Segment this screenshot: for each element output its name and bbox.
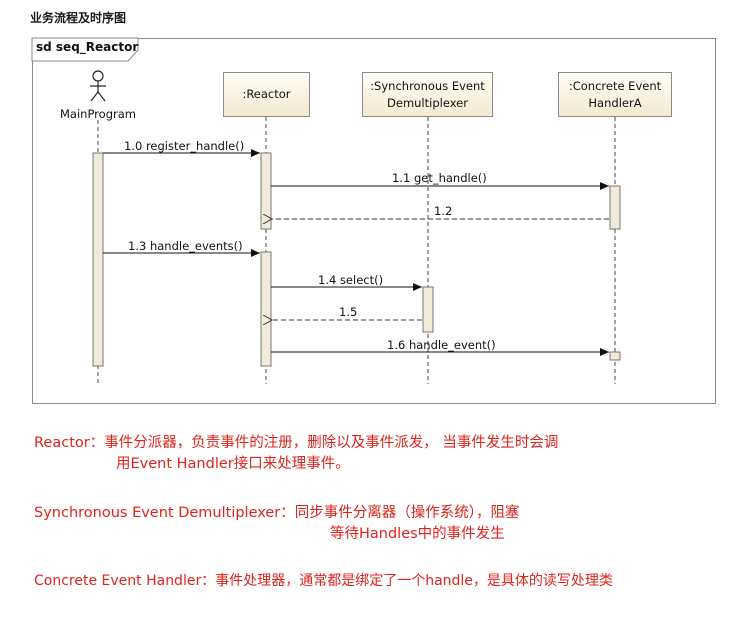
- note-handler-line1: Concrete Event Handler：事件处理器，通常都是绑定了一个ha…: [34, 573, 613, 589]
- message-label-1-5: 1.5: [339, 305, 358, 319]
- frame-label-tab: [31, 37, 139, 62]
- note-reactor-line1: Reactor：事件分派器，负责事件的注册，删除以及事件派发， 当事件发生时会调: [34, 435, 559, 451]
- message-label-1-4: 1.4 select(): [318, 273, 384, 287]
- note-demux-line2: 等待Handles中的事件发生: [330, 526, 505, 542]
- activation-handler-1: [609, 185, 621, 230]
- activation-handler-2: [609, 351, 621, 361]
- actor-label: MainProgram: [60, 107, 136, 121]
- actor-icon: [90, 70, 106, 102]
- activation-reactor-2: [260, 251, 272, 367]
- message-label-1-3: 1.3 handle_events(): [128, 239, 243, 253]
- activation-demultiplexer: [422, 286, 434, 333]
- activation-reactor-1: [260, 152, 272, 230]
- note-reactor-line2: 用Event Handler接口来处理事件。: [116, 456, 350, 472]
- lifeline-box-reactor: :Reactor: [223, 72, 310, 117]
- lifeline-box-demultiplexer: :Synchronous Event Demultiplexer: [362, 72, 493, 117]
- frame-label: sd seq_Reactor: [36, 40, 139, 54]
- sequence-diagram-frame: [32, 38, 716, 404]
- note-demux-line1: Synchronous Event Demultiplexer：同步事件分离器（…: [34, 505, 520, 521]
- message-label-1-6: 1.6 handle_event(): [387, 338, 496, 352]
- activation-mainprogram: [92, 152, 104, 367]
- message-label-1-1: 1.1 get_handle(): [392, 171, 487, 185]
- page-heading: 业务流程及时序图: [30, 11, 127, 25]
- lifeline-box-handler: :Concrete Event HandlerA: [558, 72, 672, 117]
- message-label-1-0: 1.0 register_handle(): [124, 139, 245, 153]
- message-label-1-2: 1.2: [434, 204, 453, 218]
